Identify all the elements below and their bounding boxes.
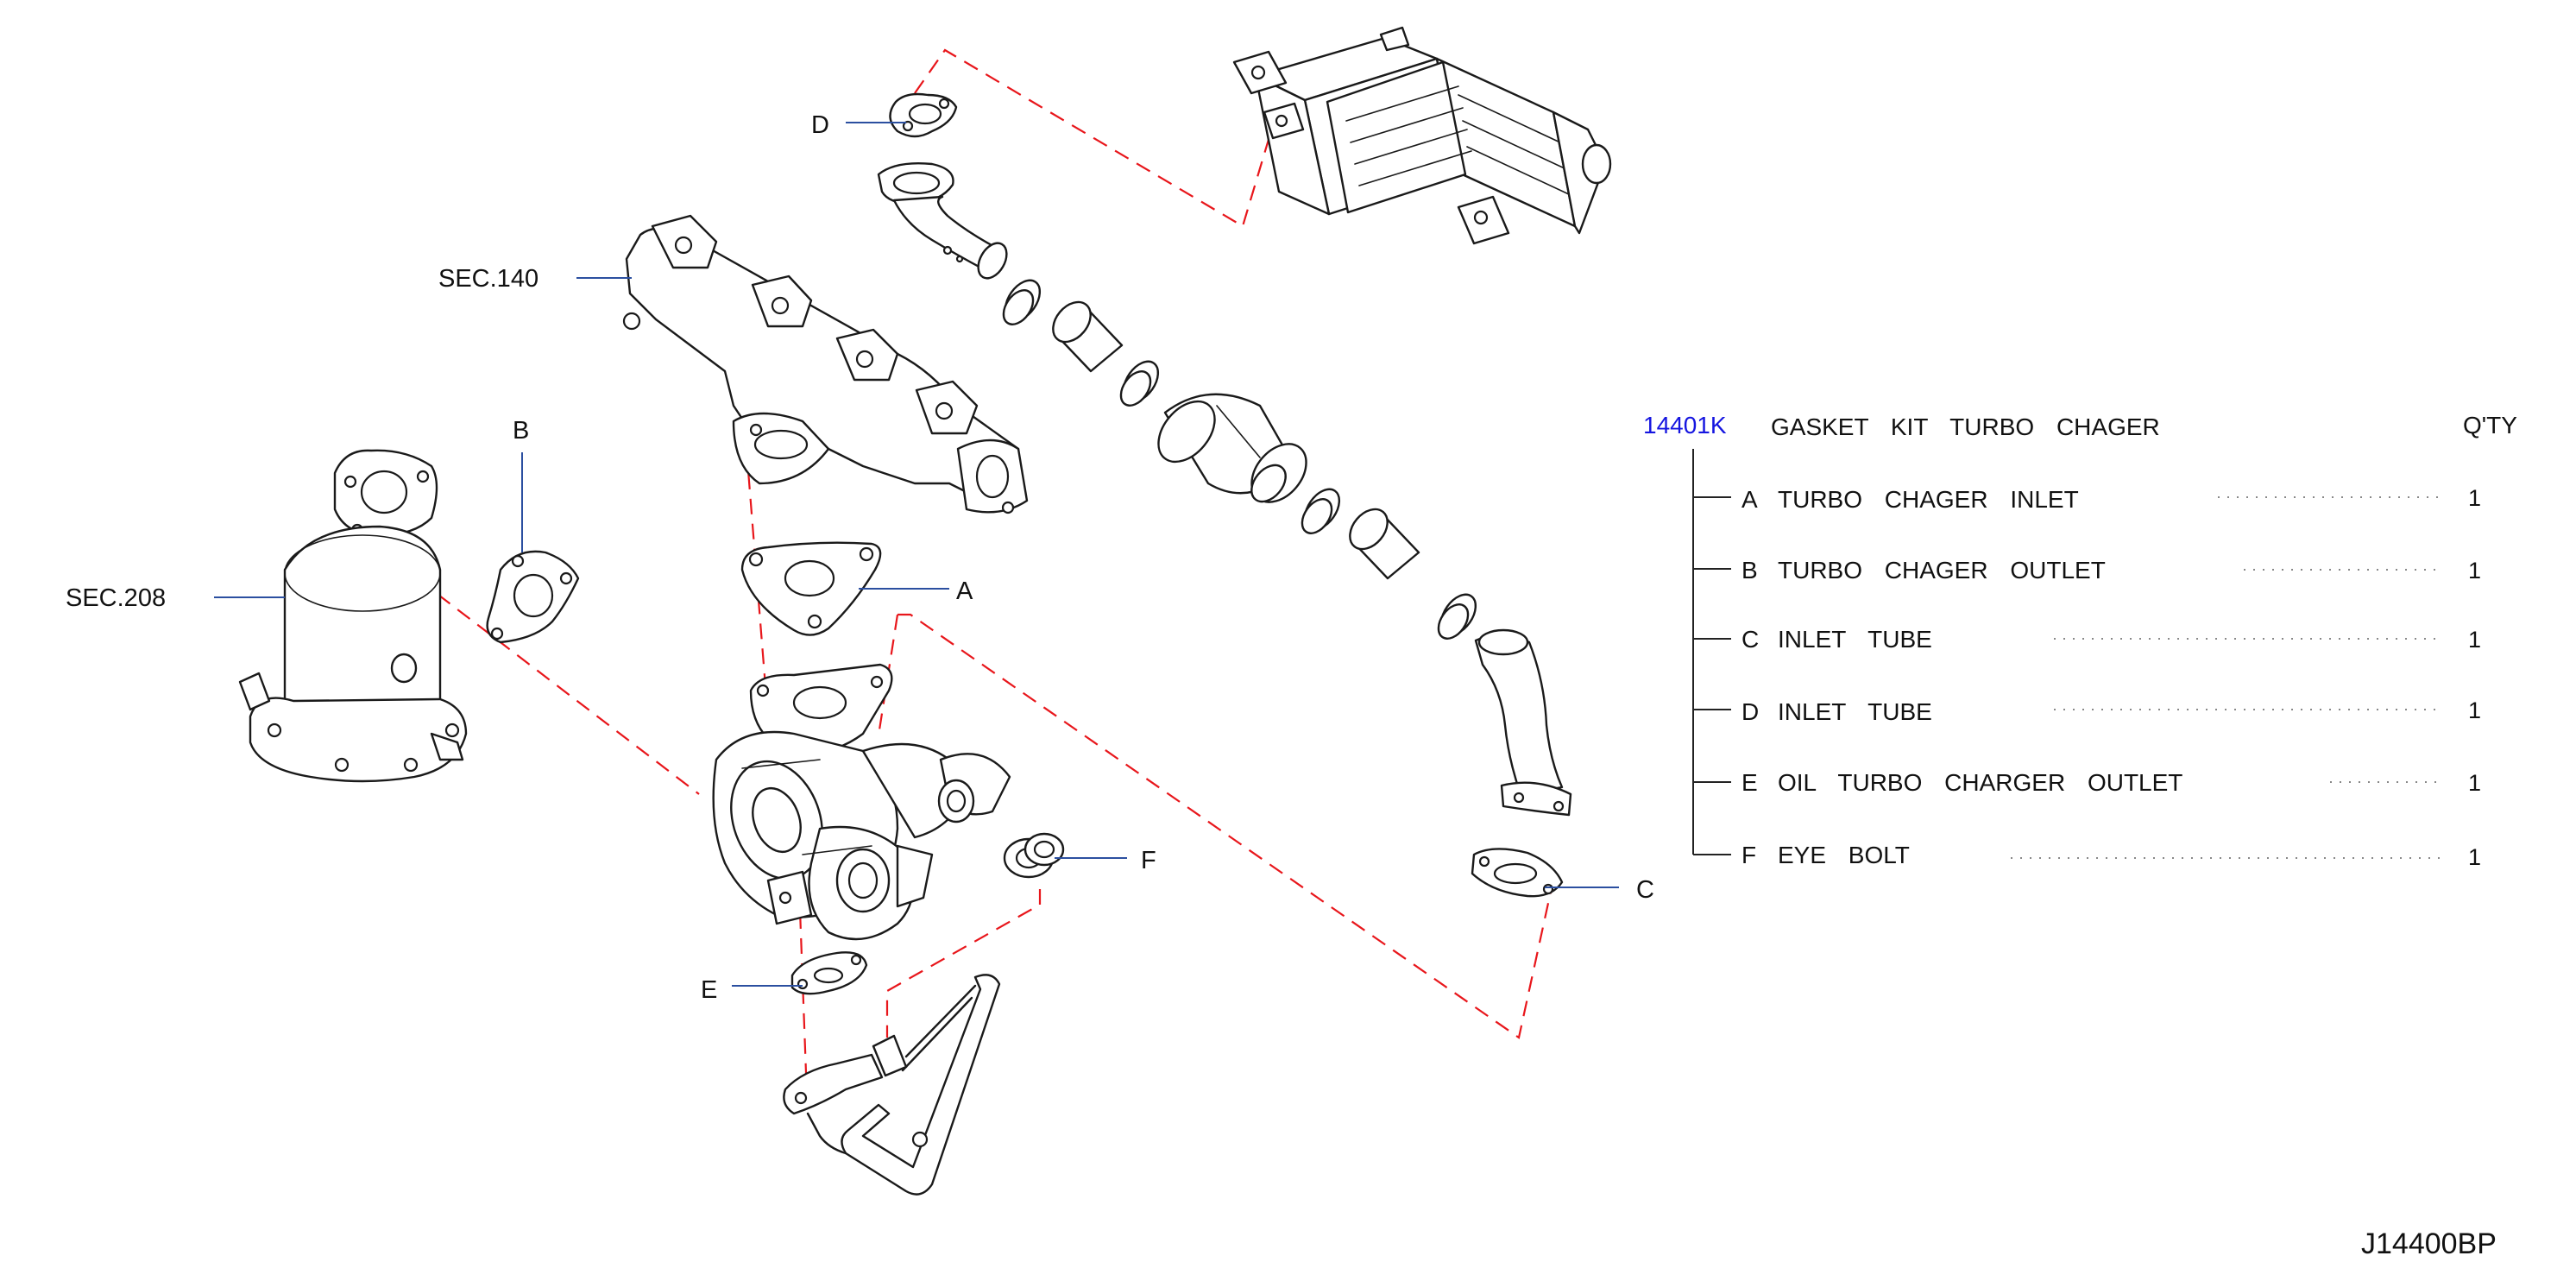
row-name: TURBO CHAGER INLET (1778, 486, 2079, 513)
catalytic-converter (238, 449, 468, 783)
label-e: E (701, 976, 717, 1004)
row-name: INLET TUBE (1778, 626, 1932, 653)
row-qty: 1 (2468, 844, 2481, 870)
row-name: INLET TUBE (1778, 698, 1932, 725)
row-letter: A (1741, 486, 1758, 513)
row-letter: E (1741, 769, 1758, 796)
gasket-a (740, 541, 882, 636)
parts-table: 14401K GASKET KIT TURBO CHAGER Q'TY A TU… (1643, 412, 2517, 870)
qty-header: Q'TY (2463, 412, 2517, 439)
kit-name: GASKET KIT TURBO CHAGER (1771, 413, 2160, 440)
row-name: TURBO CHAGER OUTLET (1778, 557, 2106, 584)
gasket-f (1003, 832, 1065, 879)
row-letter: B (1741, 557, 1758, 584)
diagram-code: J14400BP (2361, 1227, 2497, 1260)
exhaust-manifold (622, 214, 1029, 514)
row-name: OIL TURBO CHARGER OUTLET (1778, 769, 2182, 796)
gasket-c (1471, 848, 1564, 898)
label-a: A (956, 577, 973, 605)
gasket-d (889, 92, 958, 138)
parts-row: D INLET TUBE 1 (1693, 697, 2481, 725)
label-b: B (513, 417, 529, 445)
parts-row: C INLET TUBE 1 (1693, 626, 2481, 653)
row-name: EYE BOLT (1778, 842, 1910, 868)
row-qty: 1 (2468, 627, 2481, 653)
row-qty: 1 (2468, 558, 2481, 584)
row-qty: 1 (2468, 485, 2481, 511)
row-qty: 1 (2468, 697, 2481, 723)
gasket-e (790, 951, 868, 995)
intercooler-illustration (1232, 26, 1612, 245)
oil-return-tube (783, 974, 1001, 1196)
parts-row: F EYE BOLT 1 (1693, 842, 2481, 870)
inlet-tube-lower (1474, 628, 1572, 817)
label-c: C (1636, 876, 1654, 904)
resonator (1157, 393, 1307, 503)
row-qty: 1 (2468, 770, 2481, 796)
parts-row: B TURBO CHAGER OUTLET 1 (1693, 557, 2481, 584)
label-f: F (1141, 847, 1156, 874)
turbocharger (712, 663, 1011, 941)
inlet-tube-upper (877, 162, 1008, 280)
parts-row: E OIL TURBO CHARGER OUTLET 1 (1693, 769, 2481, 796)
hose-clamps (1002, 279, 1477, 640)
parts-row: A TURBO CHAGER INLET 1 (1693, 485, 2481, 513)
label-d: D (811, 111, 829, 139)
label-sec140: SEC.140 (438, 265, 539, 293)
row-letter: F (1741, 842, 1756, 868)
gasket-b (486, 550, 580, 644)
row-letter: D (1741, 698, 1759, 725)
rubber-hoses (1052, 300, 1420, 580)
kit-number[interactable]: 14401K (1643, 412, 1727, 439)
leader-lines (214, 122, 1619, 987)
label-sec208: SEC.208 (66, 584, 166, 612)
row-letter: C (1741, 626, 1759, 653)
